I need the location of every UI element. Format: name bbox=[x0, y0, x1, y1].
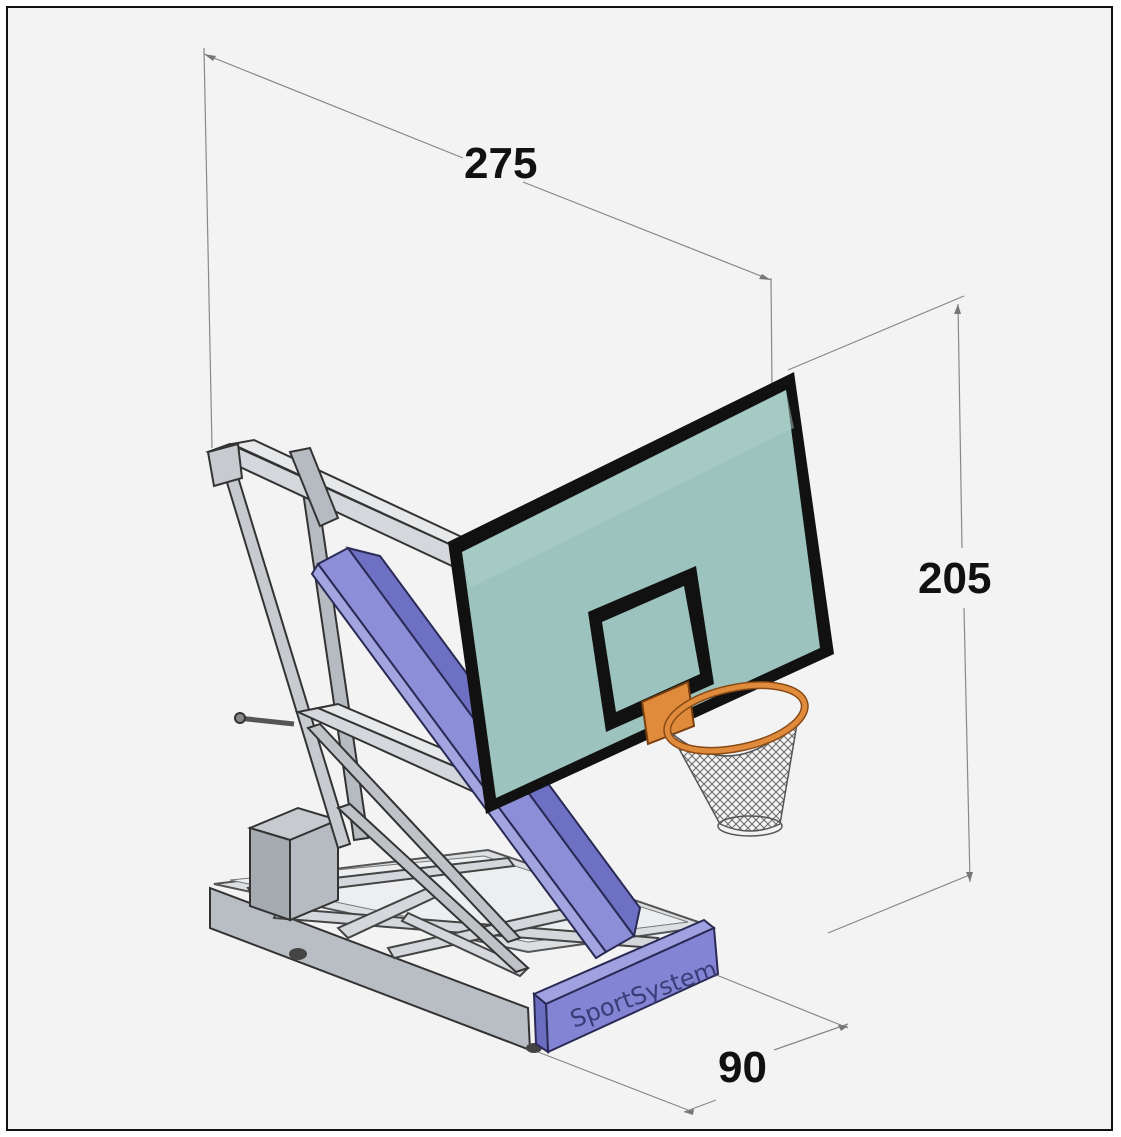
ext-line-90-left bbox=[537, 1051, 689, 1111]
ext-line-bottom bbox=[827, 873, 973, 934]
counterweight-box bbox=[247, 806, 341, 922]
dim-line-205-a bbox=[957, 303, 963, 549]
front-base-pad bbox=[532, 918, 720, 1054]
dimension-arrows bbox=[204, 54, 973, 1115]
dimension-height: 205 bbox=[918, 554, 991, 603]
ext-line-90-right bbox=[713, 973, 849, 1029]
basketball-stand-diagram: SportSystem 275 205 90 bbox=[203, 47, 991, 1115]
dimension-length: 275 bbox=[464, 139, 537, 188]
backboard bbox=[448, 372, 834, 814]
dim-line-275-a bbox=[203, 53, 464, 159]
ext-line-top bbox=[787, 295, 965, 371]
dim-line-205-b bbox=[963, 607, 971, 883]
dim-line-90-a bbox=[773, 1023, 849, 1051]
dim-line-90-b bbox=[683, 1099, 717, 1113]
drawing-frame: SportSystem 275 205 90 bbox=[6, 6, 1113, 1131]
support-arms bbox=[205, 438, 530, 974]
dim-line-275-b bbox=[522, 181, 772, 281]
basketball-hoop bbox=[640, 680, 809, 837]
dimension-width: 90 bbox=[718, 1043, 767, 1092]
ext-line-left bbox=[203, 47, 213, 449]
dimension-lines bbox=[203, 47, 973, 1113]
